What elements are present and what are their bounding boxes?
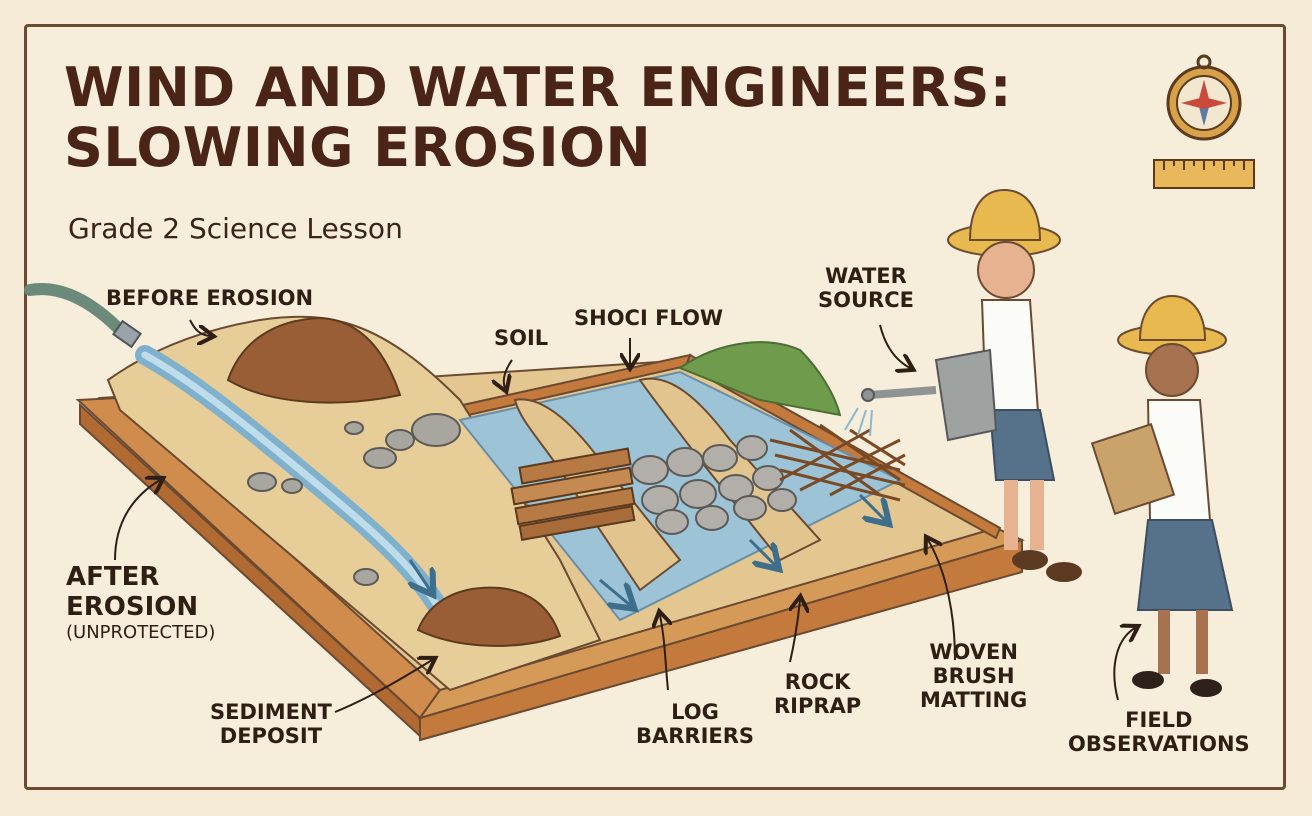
label-shock-flow: SHOCI FLOW — [574, 306, 724, 330]
student-boy — [947, 188, 1082, 582]
label-rock-riprap: ROCK RIPRAP — [774, 670, 861, 718]
poster-subtitle: Grade 2 Science Lesson — [68, 212, 403, 245]
title-line-2: SLOWING EROSION — [64, 116, 652, 179]
label-field-observations: FIELD OBSERVATIONS — [1068, 708, 1250, 756]
label-water-source-line-2: SOURCE — [818, 288, 914, 313]
label-woven-line-1: WOVEN — [929, 640, 1018, 664]
student-girl — [1090, 294, 1234, 697]
label-rock-line-1: ROCK — [784, 670, 851, 694]
label-water-source-line-1: WATER — [825, 264, 907, 288]
label-sediment-line-1: SEDIMENT — [210, 700, 332, 724]
label-water-source: WATER SOURCE — [818, 264, 914, 312]
woven-brush-matting — [769, 423, 906, 502]
log-barriers — [510, 447, 636, 541]
label-log-line-1: LOG — [671, 700, 719, 724]
label-sediment-deposit: SEDIMENT DEPOSIT — [210, 700, 332, 748]
poster-title: WIND AND WATER ENGINEERS: SLOWING EROSIO… — [64, 58, 1012, 178]
label-before-erosion: BEFORE EROSION — [106, 286, 314, 310]
pebbles — [247, 413, 461, 586]
label-log-barriers: LOG BARRIERS — [636, 700, 754, 748]
rock-riprap — [631, 435, 797, 535]
label-after-erosion-line-2: EROSION — [66, 591, 199, 622]
label-woven-brush-matting: WOVEN BRUSH MATTING — [920, 640, 1027, 712]
label-after-erosion: AFTER EROSION (UNPROTECTED) — [66, 562, 216, 643]
ruler-icon — [1153, 159, 1255, 189]
sediment-deposit — [416, 586, 562, 647]
label-sediment-line-2: DEPOSIT — [219, 724, 323, 749]
label-woven-line-3: MATTING — [920, 688, 1028, 713]
label-arrows — [114, 319, 1135, 713]
compass-icon — [1166, 54, 1242, 141]
label-soil: SOIL — [494, 326, 549, 350]
flow-arrows — [410, 493, 885, 605]
label-woven-line-2: BRUSH — [932, 664, 1015, 689]
watering-can-icon — [844, 348, 998, 442]
label-after-erosion-line-1: AFTER — [66, 562, 160, 592]
title-line-1: WIND AND WATER ENGINEERS: — [64, 56, 1012, 119]
label-log-line-2: BARRIERS — [636, 724, 755, 749]
label-rock-line-2: RIPRAP — [774, 694, 862, 719]
label-field-line-1: FIELD — [1125, 708, 1193, 732]
soil-pile — [226, 316, 402, 404]
hose-icon — [24, 283, 142, 349]
label-field-line-2: OBSERVATIONS — [1068, 732, 1250, 757]
label-after-erosion-line-3: (UNPROTECTED) — [66, 621, 216, 643]
